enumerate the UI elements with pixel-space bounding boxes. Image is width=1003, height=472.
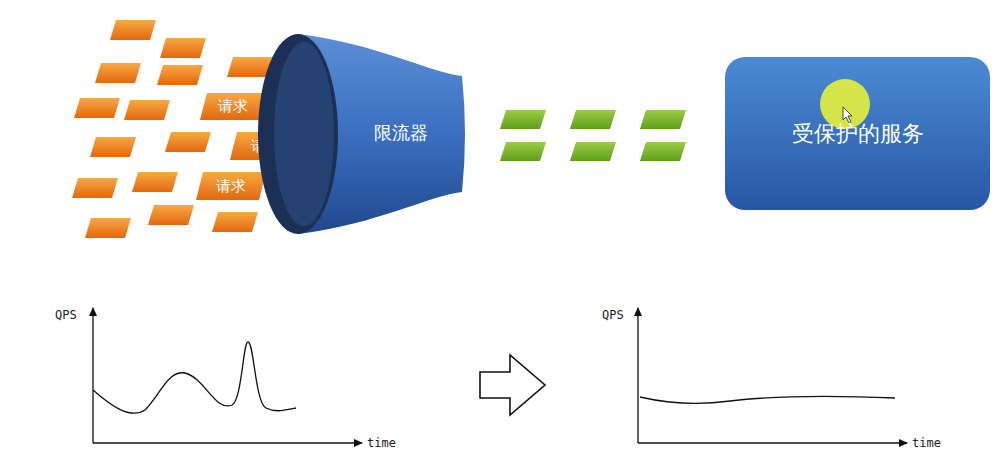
qps-chart-before — [93, 308, 362, 443]
request-blocks — [72, 20, 273, 238]
qps-chart-after — [638, 308, 907, 443]
axis-label: QPS — [55, 308, 77, 322]
rate-limiter-funnel: 限流器 — [256, 33, 468, 235]
request-block — [90, 137, 136, 157]
request-block — [85, 218, 131, 238]
request-block — [124, 100, 170, 120]
request-block — [132, 172, 178, 192]
transform-arrow — [480, 355, 545, 415]
axis-label: QPS — [602, 308, 624, 322]
node-label: 限流器 — [374, 121, 428, 145]
passed-block — [500, 142, 546, 161]
request-block — [95, 63, 141, 83]
request-block — [72, 178, 118, 198]
request-block — [74, 98, 120, 118]
request-block — [148, 205, 194, 225]
passed-block — [570, 110, 616, 129]
axis-label: time — [367, 436, 396, 450]
request-block — [160, 38, 206, 58]
request-block — [110, 20, 156, 40]
request-box: 请求 — [200, 93, 266, 120]
node-label: 受保护的服务 — [792, 119, 924, 149]
axis-label: time — [912, 436, 941, 450]
node-label: 请求 — [216, 177, 246, 196]
service-box: 受保护的服务 — [725, 57, 990, 210]
node-label: 请求 — [218, 97, 248, 116]
request-block — [212, 212, 258, 232]
request-block — [157, 65, 203, 85]
request-box: 请求 — [196, 172, 266, 200]
passed-block — [500, 110, 546, 129]
passed-request-blocks — [500, 110, 686, 161]
passed-block — [570, 142, 616, 161]
request-block — [165, 132, 211, 152]
passed-block — [640, 110, 686, 129]
node-shape — [256, 33, 468, 235]
passed-block — [640, 142, 686, 161]
